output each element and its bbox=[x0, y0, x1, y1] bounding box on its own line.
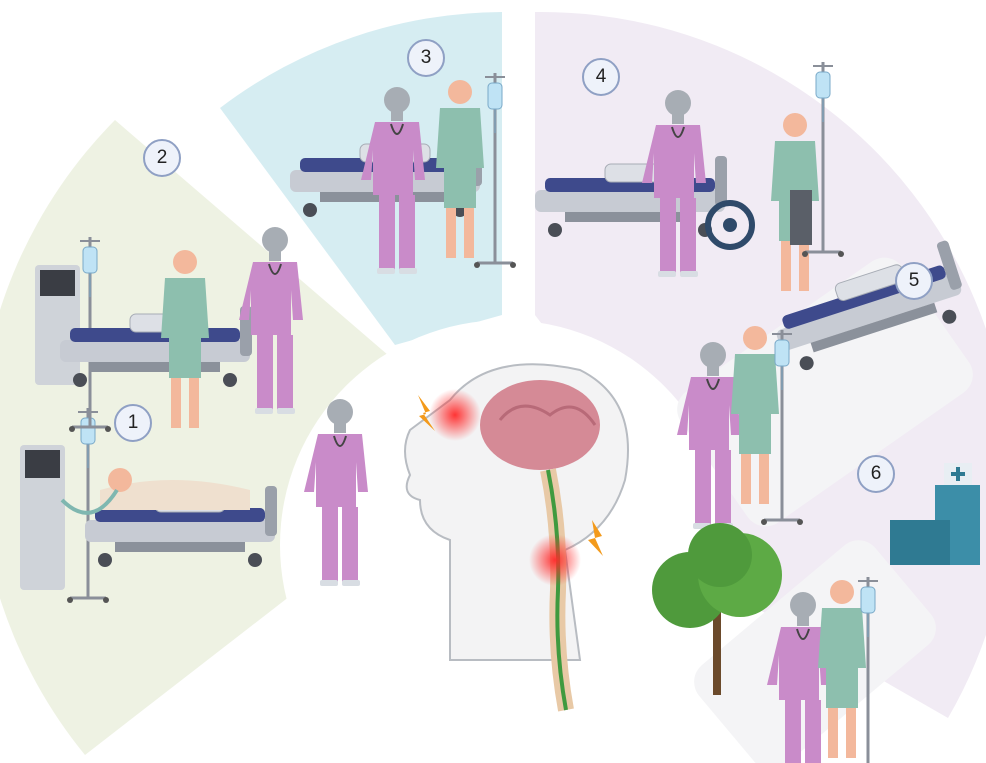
step-badge-2: 2 bbox=[143, 139, 181, 177]
step-badge-1: 1 bbox=[114, 404, 152, 442]
step-badge-6: 6 bbox=[857, 455, 895, 493]
step-badge-4: 4 bbox=[582, 58, 620, 96]
brain-icon bbox=[480, 380, 600, 470]
step-badge-5: 5 bbox=[895, 262, 933, 300]
step-badge-3: 3 bbox=[407, 39, 445, 77]
